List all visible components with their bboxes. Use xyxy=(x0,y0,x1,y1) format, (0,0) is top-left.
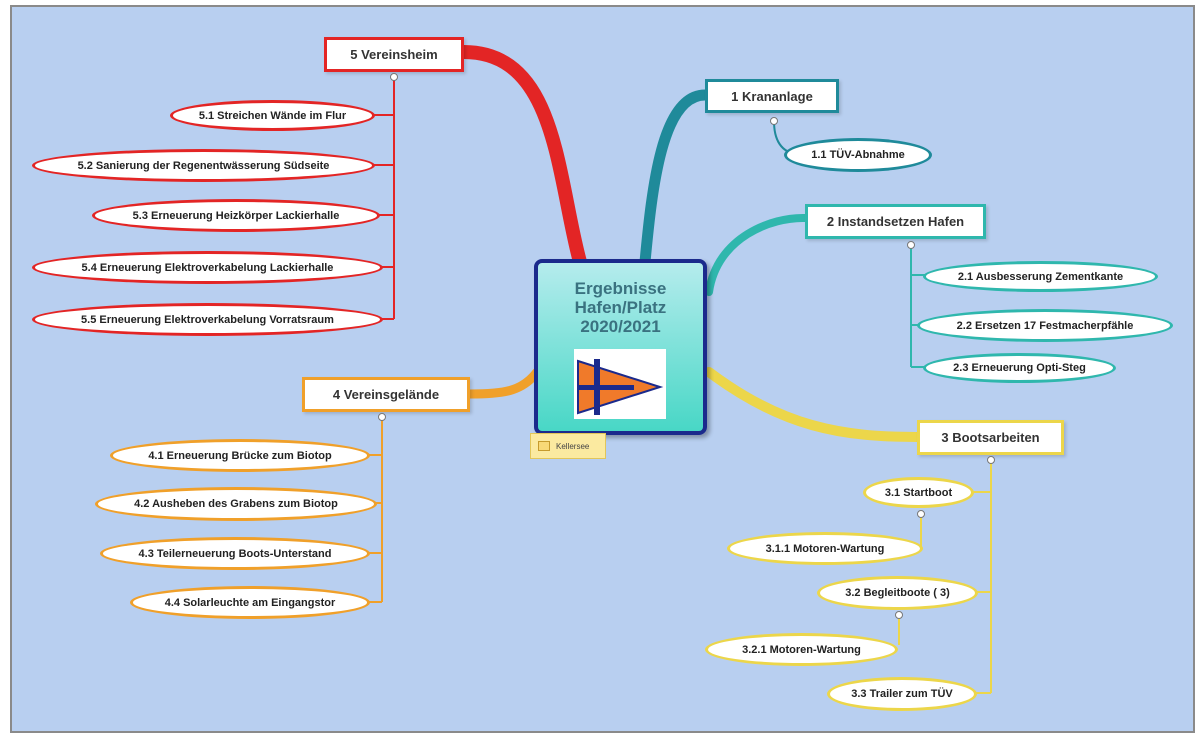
subtopic-label: 4.4 Solarleuchte am Eingangstor xyxy=(164,596,336,609)
collapse-toggle[interactable] xyxy=(895,611,903,619)
collapse-toggle[interactable] xyxy=(770,117,778,125)
subtopic-2-2[interactable]: 2.2 Ersetzen 17 Festmacherpfähle xyxy=(917,309,1173,342)
collapse-toggle[interactable] xyxy=(390,73,398,81)
collapse-toggle[interactable] xyxy=(378,413,386,421)
subtopic-label: 5.3 Erneuerung Heizkörper Lackierhalle xyxy=(132,209,340,222)
subtopic-label: 3.1 Startboot xyxy=(884,486,953,499)
subtopic-2-1[interactable]: 2.1 Ausbesserung Zementkante xyxy=(923,261,1158,292)
topic-instandsetzen-hafen[interactable]: 2 Instandsetzen Hafen xyxy=(805,204,986,239)
subtopic-label: 5.1 Streichen Wände im Flur xyxy=(198,109,347,122)
subtopic-label: 4.3 Teilerneuerung Boots-Unterstand xyxy=(138,547,332,560)
subtopic-3-2-1[interactable]: 3.2.1 Motoren-Wartung xyxy=(705,633,898,666)
central-topic-title: Ergebnisse Hafen/Platz 2020/2021 xyxy=(574,279,667,336)
collapse-toggle[interactable] xyxy=(987,456,995,464)
branch-link-1 xyxy=(639,89,711,268)
topic-label: 4 Vereinsgelände xyxy=(332,387,440,402)
subtopic-5-4[interactable]: 5.4 Erneuerung Elektroverkabelung Lackie… xyxy=(32,251,383,284)
subtopic-3-1[interactable]: 3.1 Startboot xyxy=(863,477,974,508)
subtopic-5-1[interactable]: 5.1 Streichen Wände im Flur xyxy=(170,100,375,131)
subtopic-label: 3.3 Trailer zum TÜV xyxy=(851,688,953,700)
subtopic-label: 2.3 Erneuerung Opti-Steg xyxy=(953,362,1086,374)
subtopic-5-2[interactable]: 5.2 Sanierung der Regenentwässerung Süds… xyxy=(32,149,375,182)
subtopic-label: 4.2 Ausheben des Grabens zum Biotop xyxy=(134,498,338,510)
branch-link-3 xyxy=(704,367,922,442)
subtopic-1-1[interactable]: 1.1 TÜV-Abnahme xyxy=(784,138,932,172)
topic-krananlage[interactable]: 1 Krananlage xyxy=(705,79,839,113)
note-tag[interactable]: Kellersee xyxy=(530,433,606,459)
connector-lines xyxy=(368,45,992,694)
subtopic-label: 5.2 Sanierung der Regenentwässerung Süds… xyxy=(77,159,330,172)
subtopic-2-3[interactable]: 2.3 Erneuerung Opti-Steg xyxy=(923,353,1116,383)
subtopic-label: 4.1 Erneuerung Brücke zum Biotop xyxy=(148,449,332,462)
note-icon xyxy=(538,441,550,451)
topic-label: 1 Krananlage xyxy=(731,88,813,104)
subtopic-4-4[interactable]: 4.4 Solarleuchte am Eingangstor xyxy=(130,586,370,619)
subtopic-5-5[interactable]: 5.5 Erneuerung Elektroverkabelung Vorrat… xyxy=(32,303,383,336)
branch-link-5 xyxy=(457,45,587,269)
subtopic-4-2[interactable]: 4.2 Ausheben des Grabens zum Biotop xyxy=(95,487,377,521)
central-topic[interactable]: Ergebnisse Hafen/Platz 2020/2021 xyxy=(534,259,707,435)
subtopic-3-1-1[interactable]: 3.1.1 Motoren-Wartung xyxy=(727,532,923,565)
topic-label: 3 Bootsarbeiten xyxy=(941,430,1040,445)
topic-label: 2 Instandsetzen Hafen xyxy=(826,214,965,229)
branch-link-2 xyxy=(705,213,809,296)
topic-label: 5 Vereinsheim xyxy=(350,47,438,62)
subtopic-label: 5.5 Erneuerung Elektroverkabelung Vorrat… xyxy=(81,313,334,326)
sailing-flag-icon xyxy=(574,349,666,419)
subtopic-4-1[interactable]: 4.1 Erneuerung Brücke zum Biotop xyxy=(110,439,370,472)
subtopic-label: 3.2.1 Motoren-Wartung xyxy=(742,643,861,656)
topic-vereinsheim[interactable]: 5 Vereinsheim xyxy=(324,37,464,72)
subtopic-label: 3.1.1 Motoren-Wartung xyxy=(765,542,885,555)
subtopic-3-3[interactable]: 3.3 Trailer zum TÜV xyxy=(827,677,977,711)
subtopic-label: 2.1 Ausbesserung Zementkante xyxy=(957,270,1124,283)
subtopic-label: 3.2 Begleitboote ( 3) xyxy=(845,587,950,599)
subtopic-label: 5.4 Erneuerung Elektroverkabelung Lackie… xyxy=(81,261,334,274)
mindmap-canvas: Ergebnisse Hafen/Platz 2020/2021 Kellers… xyxy=(10,5,1195,733)
topic-vereinsgelaende[interactable]: 4 Vereinsgelände xyxy=(302,377,470,412)
subtopic-label: 1.1 TÜV-Abnahme xyxy=(811,149,905,161)
subtopic-5-3[interactable]: 5.3 Erneuerung Heizkörper Lackierhalle xyxy=(92,199,380,232)
collapse-toggle[interactable] xyxy=(907,241,915,249)
note-label: Kellersee xyxy=(556,441,590,451)
subtopic-4-3[interactable]: 4.3 Teilerneuerung Boots-Unterstand xyxy=(100,537,370,570)
branch-link-4 xyxy=(465,367,542,399)
collapse-toggle[interactable] xyxy=(917,510,925,518)
subtopic-3-2[interactable]: 3.2 Begleitboote ( 3) xyxy=(817,576,978,610)
subtopic-label: 2.2 Ersetzen 17 Festmacherpfähle xyxy=(956,319,1134,332)
topic-bootsarbeiten[interactable]: 3 Bootsarbeiten xyxy=(917,420,1064,455)
